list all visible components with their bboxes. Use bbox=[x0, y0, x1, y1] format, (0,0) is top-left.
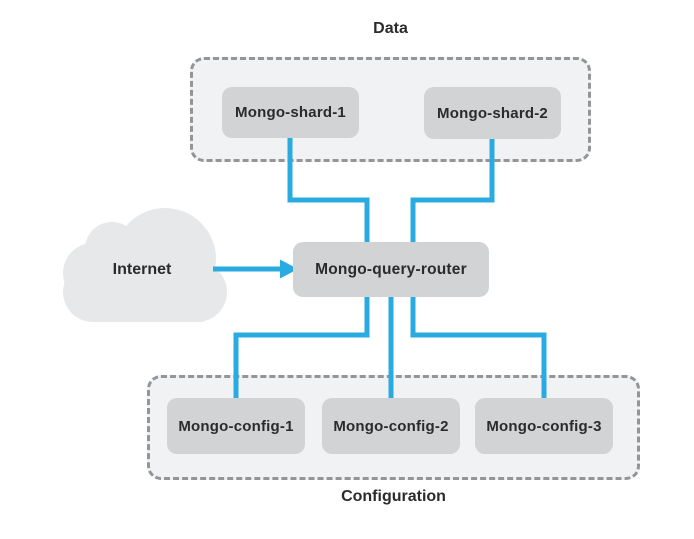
internet-label: Internet bbox=[112, 261, 172, 278]
connector-router-config1 bbox=[233, 293, 370, 402]
node-mongo-config-3: Mongo-config-3 bbox=[475, 398, 613, 454]
connector-shard1-router bbox=[287, 130, 370, 246]
config-group-label: Configuration bbox=[341, 488, 446, 505]
internet-arrow-icon bbox=[213, 259, 298, 279]
internet-cloud-icon bbox=[63, 208, 227, 322]
data-group-label: Data bbox=[373, 20, 408, 37]
node-mongo-shard-2: Mongo-shard-2 bbox=[424, 87, 561, 139]
node-mongo-query-router: Mongo-query-router bbox=[293, 242, 489, 297]
node-mongo-config-2: Mongo-config-2 bbox=[322, 398, 460, 454]
connector-shard2-router bbox=[410, 130, 495, 246]
node-mongo-config-1: Mongo-config-1 bbox=[167, 398, 305, 454]
connector-router-config3 bbox=[410, 293, 547, 402]
node-mongo-shard-1: Mongo-shard-1 bbox=[222, 87, 359, 138]
